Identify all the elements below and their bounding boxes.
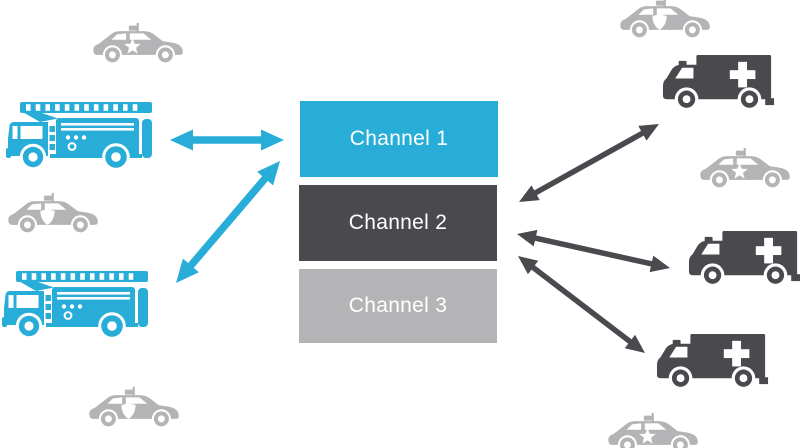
police-car-5 (699, 147, 791, 189)
arrow-fire-truck-2--channel-1 (176, 161, 280, 283)
police-car-icon (7, 192, 99, 234)
police-car-6 (607, 412, 699, 448)
channel-3-label: Channel 3 (348, 294, 448, 317)
police-car-1 (92, 22, 184, 64)
channel-3-box: Channel 3 (299, 269, 497, 343)
police-car-icon (619, 0, 711, 39)
channel-1-box: Channel 1 (300, 101, 498, 177)
ambulance-icon (688, 230, 800, 287)
arrow-channel-2--ambulance-2 (517, 229, 670, 273)
arrow-fire-truck-1--channel-1 (170, 129, 284, 151)
fire-truck-1 (6, 101, 158, 168)
police-car-icon (88, 386, 180, 428)
ambulance-3 (655, 331, 771, 390)
ambulance-1 (661, 52, 777, 111)
channel-2-box: Channel 2 (299, 185, 497, 261)
police-car-2 (7, 192, 99, 234)
channel-2-label: Channel 2 (348, 211, 448, 234)
fire-truck-icon (6, 101, 153, 168)
arrow-channel-2--ambulance-3 (518, 256, 645, 353)
arrow-channel-2--ambulance-1 (519, 124, 659, 202)
police-car-3 (88, 386, 180, 428)
ambulance-icon (656, 333, 769, 390)
fire-truck-icon (2, 270, 149, 337)
police-car-4 (619, 0, 711, 39)
channel-1-label: Channel 1 (349, 127, 449, 150)
police-car-icon (92, 22, 184, 64)
police-car-icon (699, 147, 791, 189)
ambulance-2 (687, 228, 800, 287)
fire-truck-2 (2, 270, 154, 337)
police-car-icon (607, 412, 699, 448)
ambulance-icon (662, 54, 775, 111)
